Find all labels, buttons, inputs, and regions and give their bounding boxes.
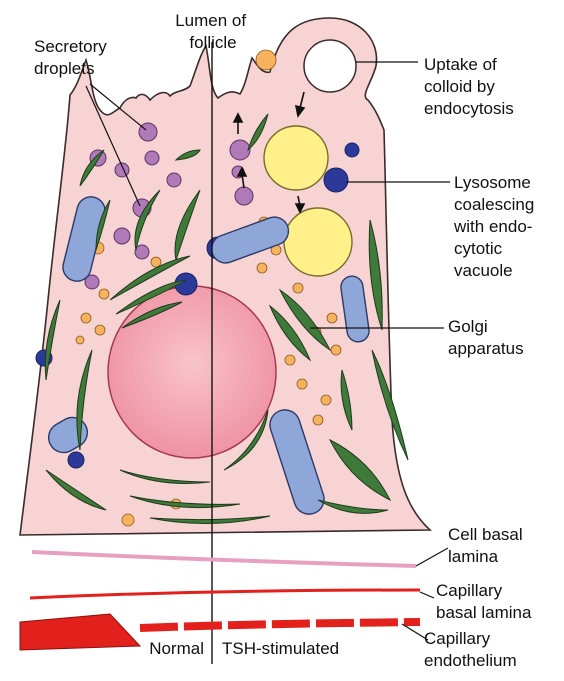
lysosome bbox=[324, 168, 348, 192]
endocytosis-pocket bbox=[304, 40, 356, 92]
vesicle bbox=[122, 514, 134, 526]
leader-cell-basal bbox=[416, 548, 448, 566]
lysosome bbox=[68, 452, 84, 468]
vesicle bbox=[81, 313, 91, 323]
vesicle bbox=[331, 345, 341, 355]
label-golgi: Golgi apparatus bbox=[448, 317, 524, 358]
vesicle bbox=[327, 313, 337, 323]
vesicle bbox=[293, 283, 303, 293]
label-secretory-droplets: Secretory droplets bbox=[34, 37, 111, 78]
label-normal: Normal bbox=[149, 639, 204, 658]
lysosome bbox=[345, 143, 359, 157]
vesicle bbox=[256, 50, 276, 70]
secretory-droplet bbox=[167, 173, 181, 187]
label-capillary-endothelium: Capillary endothelium bbox=[424, 629, 517, 670]
colloid-vacuole-lower bbox=[284, 208, 352, 276]
endothelial-cells bbox=[140, 622, 420, 628]
capillary bbox=[20, 590, 420, 650]
secretory-droplet bbox=[145, 151, 159, 165]
capillary-endothelium bbox=[20, 614, 140, 650]
label-tsh-stimulated: TSH-stimulated bbox=[222, 639, 339, 658]
vesicle bbox=[321, 395, 331, 405]
colloid-vacuole-upper bbox=[264, 126, 328, 190]
vesicle bbox=[313, 415, 323, 425]
nucleus bbox=[108, 286, 276, 458]
label-lysosome: Lysosome coalescing with endo- cytotic v… bbox=[453, 173, 539, 280]
cell-basal-lamina bbox=[32, 552, 416, 566]
vesicle bbox=[76, 336, 84, 344]
secretory-droplet bbox=[235, 187, 253, 205]
secretory-droplet bbox=[230, 140, 250, 160]
leader-capillary-basal bbox=[420, 592, 434, 598]
vesicle bbox=[99, 289, 109, 299]
capillary-basal-lamina bbox=[30, 590, 420, 598]
vesicle bbox=[95, 325, 105, 335]
label-lumen: Lumen of follicle bbox=[175, 11, 251, 52]
vesicle bbox=[285, 355, 295, 365]
label-capillary-basal-lamina: Capillary basal lamina bbox=[436, 581, 532, 622]
vesicle bbox=[297, 379, 307, 389]
label-uptake-colloid: Uptake of colloid by endocytosis bbox=[424, 55, 514, 118]
secretory-droplet bbox=[114, 228, 130, 244]
vesicle bbox=[257, 263, 267, 273]
label-cell-basal-lamina: Cell basal lamina bbox=[448, 525, 527, 566]
vesicle bbox=[151, 257, 161, 267]
